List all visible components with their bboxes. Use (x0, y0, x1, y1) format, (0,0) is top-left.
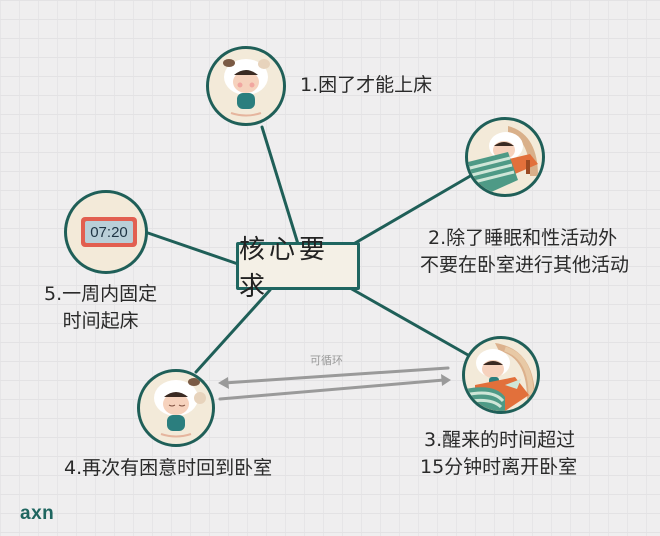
center-title: 核心要求 (239, 235, 330, 302)
node-4-label: 4.再次有困意时回到卧室 (64, 455, 272, 482)
node-3-label: 3.醒来的时间超过 15分钟时离开卧室 (420, 427, 577, 481)
node-5-illustration: 07:20 (64, 190, 148, 274)
child-awake-in-bed-icon (465, 343, 535, 411)
node-2-illustration (465, 117, 545, 197)
node-1-label: 1.困了才能上床 (300, 72, 432, 99)
loop-arrow-right (218, 378, 446, 401)
node-5-label-line-2: 时间起床 (62, 310, 139, 332)
loop-arrowhead-right (441, 374, 451, 386)
alarm-clock-icon: 07:20 (81, 217, 137, 247)
child-standing-icon (223, 59, 270, 117)
loop-arrowhead-left (218, 377, 229, 389)
node-5-label-line-1: 5.一周内固定 (44, 283, 158, 305)
clock-display: 07:20 (85, 221, 133, 243)
child-in-bed-icon (468, 126, 538, 194)
node-4-illustration (137, 369, 215, 447)
brand-logo: axn (20, 503, 55, 524)
node-3-illustration (462, 336, 540, 414)
center-box: 核心要求 (236, 235, 360, 302)
node-4-label-line: 4.再次有困意时回到卧室 (64, 457, 273, 479)
connector-1 (260, 125, 300, 246)
node-1-illustration (206, 46, 286, 126)
loop-label: 可循环 (310, 354, 343, 367)
node-2-label-line-1: 2.除了睡眠和性活动外 (428, 227, 618, 249)
connector-2 (348, 173, 474, 248)
node-3-label-line-2: 15分钟时离开卧室 (420, 456, 578, 478)
loop-arrow-left (222, 366, 450, 385)
node-2-label-line-2: 不要在卧室进行其他活动 (420, 254, 630, 276)
connector-5 (146, 231, 240, 266)
node-2-label: 2.除了睡眠和性活动外 不要在卧室进行其他活动 (420, 225, 629, 279)
node-1-label-line: 1.困了才能上床 (300, 74, 433, 96)
connector-3 (348, 286, 470, 357)
connector-4 (194, 288, 272, 374)
node-5-label: 5.一周内固定 时间起床 (44, 281, 157, 335)
node-3-label-line-1: 3.醒来的时间超过 (424, 429, 576, 451)
child-standing-icon (154, 378, 206, 438)
